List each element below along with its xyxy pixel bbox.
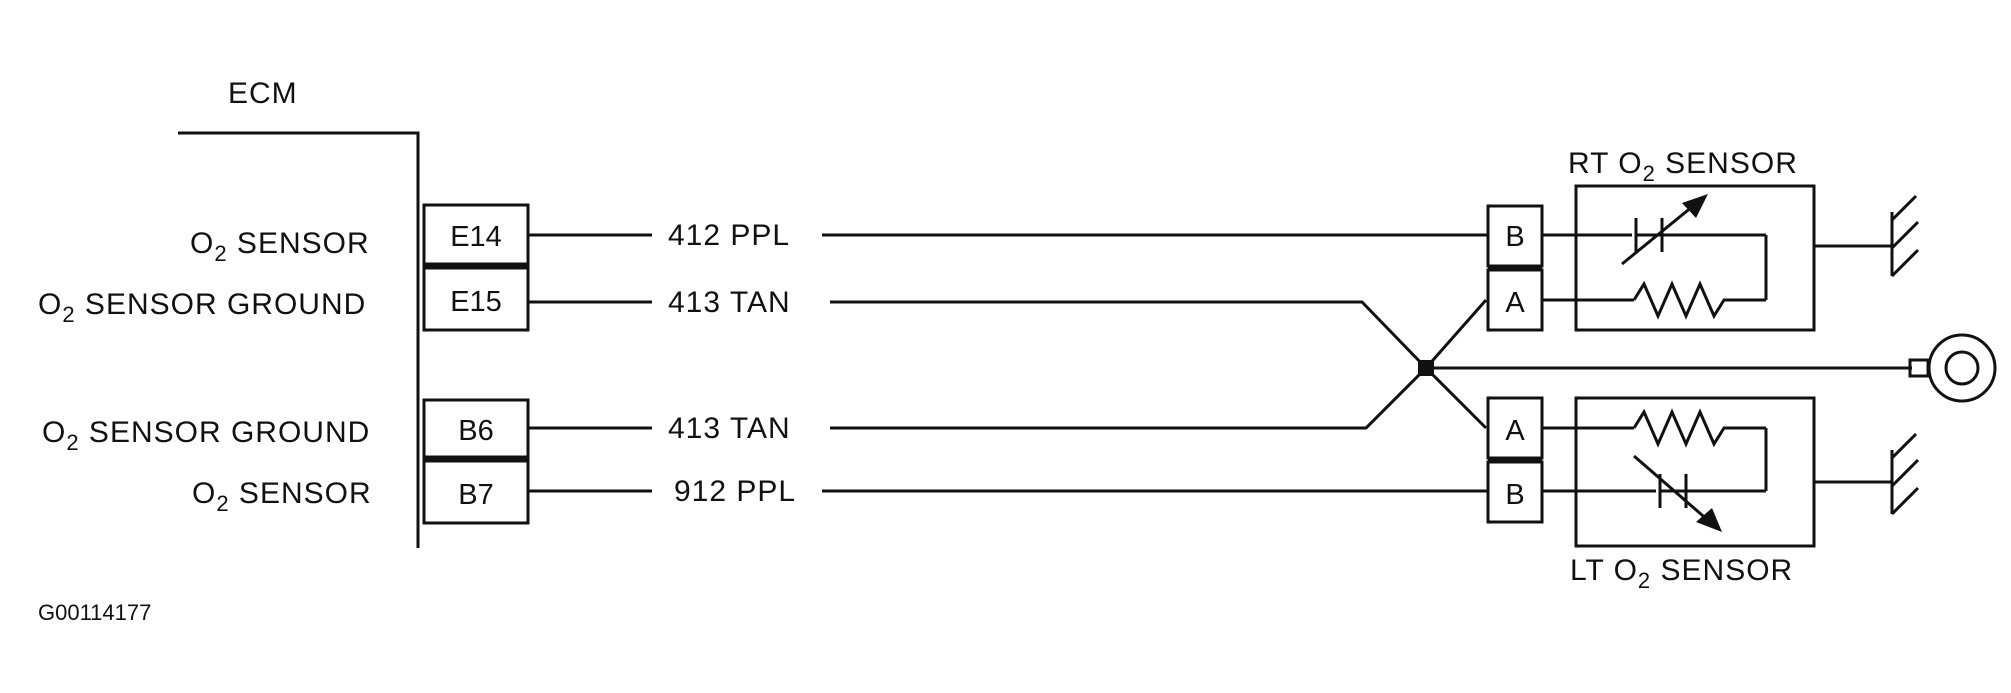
- rt-o2-sensor-title-subscript: 2: [1643, 161, 1656, 186]
- wire-413-tan-lower-right: [830, 366, 1428, 430]
- pin-e15: E15: [450, 286, 502, 318]
- rt-ground-hatch-1: [1890, 194, 1918, 222]
- rt-o2-sensor-title-suffix: SENSOR: [1656, 147, 1798, 180]
- ring-terminal-crimp: [1908, 358, 1930, 378]
- pin-e14: E14: [450, 221, 502, 253]
- lt-variable-arrow-icon: [1696, 508, 1722, 532]
- splice-point: [1418, 360, 1434, 376]
- label-o2-sensor-ground-e15-prefix: O: [38, 288, 62, 321]
- ring-terminal-icon: [1908, 333, 1997, 403]
- label-o2-sensor-ground-b6: O2 SENSOR GROUND: [42, 416, 370, 455]
- pin-b7: B7: [458, 479, 493, 511]
- label-o2-sensor-ground-b6-subscript: 2: [66, 430, 79, 455]
- lt-o2-sensor-title: LT O2 SENSOR: [1570, 554, 1793, 593]
- rt-sensor-housing: [1574, 184, 1816, 332]
- rt-variable-arrow-icon: [1682, 194, 1708, 218]
- lt-ground-hatch-3: [1890, 486, 1920, 516]
- ecm-title: ECM: [228, 77, 298, 110]
- rt-pin-b: B: [1505, 221, 1524, 253]
- wire-label-413-tan-upper: 413 TAN: [668, 286, 791, 319]
- ecm-connector-b: B6 B7: [422, 398, 530, 525]
- splice-branch-lt-a: [1424, 366, 1488, 430]
- label-o2-sensor-b7-subscript: 2: [216, 491, 229, 516]
- figure-id: G00114177: [38, 600, 151, 625]
- label-o2-sensor-b7-prefix: O: [192, 477, 216, 510]
- rt-ground-hatch-2: [1890, 220, 1920, 250]
- rt-pin-a: A: [1505, 287, 1525, 319]
- rt-pin-box-a: [1486, 268, 1544, 332]
- rt-ground-hatch-3: [1890, 248, 1920, 278]
- ring-terminal-outer: [1927, 333, 1997, 403]
- lt-ground-hatch-1: [1890, 432, 1918, 460]
- rt-resistor-icon: [1632, 280, 1766, 320]
- label-o2-sensor-ground-e15: O2 SENSOR GROUND: [38, 288, 366, 327]
- label-o2-sensor-ground-e15-suffix: SENSOR GROUND: [76, 288, 367, 321]
- lt-pin-a: A: [1505, 415, 1525, 447]
- pin-box-b6: [422, 398, 530, 460]
- lt-sensor-housing: [1574, 396, 1816, 548]
- lt-o2-sensor-title-suffix: SENSOR: [1651, 554, 1793, 587]
- rt-variable-arrow-shaft: [1621, 200, 1699, 266]
- rt-ground-icon: [1890, 194, 1920, 278]
- lt-pin-box-a: [1486, 396, 1544, 460]
- label-o2-sensor-b7-suffix: SENSOR: [230, 477, 372, 510]
- lt-o2-sensor-title-prefix: LT O: [1570, 554, 1638, 587]
- rt-o2-sensor-title-prefix: RT O: [1568, 147, 1643, 180]
- wires: 412 PPL 413 TAN 413 TAN 912 PPL: [528, 219, 1912, 508]
- splice-branch-rt-a: [1424, 299, 1488, 369]
- ecm-module: ECM: [178, 77, 420, 548]
- ring-terminal-inner: [1944, 350, 1980, 386]
- rt-pin-box-b: [1486, 204, 1544, 268]
- lt-variable-arrow-shaft: [1633, 454, 1711, 524]
- label-o2-sensor-ground-b6-suffix: SENSOR GROUND: [80, 416, 371, 449]
- lt-pin-b: B: [1505, 479, 1524, 511]
- label-o2-sensor-e14-subscript: 2: [214, 241, 227, 266]
- rt-o2-sensor: RT O2 SENSOR B A: [1486, 147, 1892, 332]
- label-o2-sensor-e14-prefix: O: [190, 227, 214, 260]
- label-o2-sensor-b7: O2 SENSOR: [192, 477, 372, 516]
- label-o2-sensor-e14-suffix: SENSOR: [228, 227, 370, 260]
- label-o2-sensor-ground-b6-prefix: O: [42, 416, 66, 449]
- wire-413-tan-upper-right: [830, 300, 1428, 370]
- lt-o2-sensor: A B LT O2 SENSOR: [1486, 396, 1892, 593]
- pin-box-e14: [422, 203, 530, 267]
- lt-ground-hatch-2: [1890, 458, 1920, 488]
- lt-o2-sensor-title-subscript: 2: [1638, 568, 1651, 593]
- wire-label-412-ppl: 412 PPL: [668, 219, 790, 252]
- wire-label-912-ppl: 912 PPL: [674, 475, 796, 508]
- pin-box-e15: [422, 266, 530, 332]
- wire-label-413-tan-lower: 413 TAN: [668, 412, 791, 445]
- ecm-boundary: [178, 131, 420, 548]
- ecm-pin-labels: O2 SENSOR O2 SENSOR GROUND O2 SENSOR GRO…: [38, 227, 372, 516]
- pin-b6: B6: [458, 415, 493, 447]
- ecm-connector-e: E14 E15: [422, 203, 530, 332]
- rt-o2-sensor-title: RT O2 SENSOR: [1568, 147, 1798, 186]
- lt-resistor-icon: [1632, 408, 1766, 448]
- label-o2-sensor-ground-e15-subscript: 2: [62, 302, 75, 327]
- lt-ground-icon: [1890, 432, 1920, 516]
- label-o2-sensor-e14: O2 SENSOR: [190, 227, 370, 266]
